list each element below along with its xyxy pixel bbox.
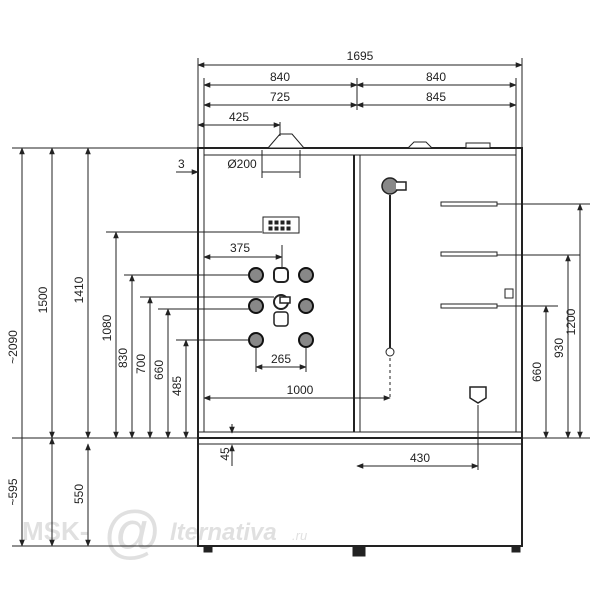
- shelf-icon: [440, 303, 498, 309]
- foot-center: [352, 545, 366, 557]
- hand-shower-icon: [381, 177, 399, 195]
- dim-right-section: 840: [426, 70, 446, 84]
- dim-left-section: 840: [270, 70, 290, 84]
- watermark-prefix: MSK-: [22, 516, 88, 546]
- right-equipment: [381, 177, 514, 404]
- overhead-shower-icon: [266, 133, 306, 149]
- watermark-tld: .ru: [292, 528, 307, 543]
- control-panel-icon: [262, 216, 300, 234]
- dim-mixer-span: 1000: [287, 383, 314, 397]
- shelf-icon: [440, 201, 498, 207]
- dim-right-inner: 845: [426, 90, 446, 104]
- dim-side-gap: 3: [178, 157, 185, 171]
- dim-shower-diameter: Ø200: [227, 157, 257, 171]
- jet-icon: [298, 332, 314, 348]
- dim-jet-pair: 265: [271, 352, 291, 366]
- jet-icon: [298, 298, 314, 314]
- dim-panel-height: 1410: [72, 276, 86, 303]
- watermark: MSK- @ lternativa .ru: [22, 500, 307, 565]
- dim-jet-row-2: 700: [134, 354, 148, 374]
- dim-cabin-height: 1500: [36, 286, 50, 313]
- dimension-labels: 1695 840 840 725 845 425 3 Ø200 375 265 …: [6, 49, 578, 506]
- dim-seat-offset: 430: [410, 451, 430, 465]
- foot-right: [511, 545, 521, 553]
- dim-jet-row-4: 485: [170, 376, 184, 396]
- dim-jet-row-1: 830: [116, 348, 130, 368]
- dim-total-width: 1695: [347, 49, 374, 63]
- dimension-lines: [12, 58, 590, 547]
- jet-icon: [248, 267, 264, 283]
- dim-left-inner: 725: [270, 90, 290, 104]
- roof-fittings: [266, 133, 491, 149]
- foot-left: [203, 545, 213, 553]
- dim-overall-height: ~2090: [6, 330, 20, 364]
- dim-control-height: 1080: [100, 314, 114, 341]
- mixer-lever: [279, 296, 291, 304]
- roof-light-icon: [465, 142, 491, 149]
- jet-icon: [248, 332, 264, 348]
- roof-vent-icon: [406, 141, 434, 149]
- jet-icon: [248, 298, 264, 314]
- jet-icon: [298, 267, 314, 283]
- watermark-at: @: [102, 500, 161, 565]
- hand-shower-handle: [396, 181, 407, 191]
- dim-shelf-1: 1200: [564, 308, 578, 335]
- dim-jet-spacing: 375: [230, 241, 250, 255]
- diverter-icon: [273, 267, 289, 283]
- glass-hinge-icon: [504, 288, 514, 299]
- dim-tray-gap: 45: [218, 447, 232, 461]
- left-equipment: [248, 216, 314, 348]
- cabin-structure: [197, 147, 523, 557]
- mixer-spout-icon: [273, 311, 289, 327]
- dim-shelf-2: 930: [552, 338, 566, 358]
- dim-shelf-3: 660: [530, 362, 544, 382]
- shelf-icon: [440, 251, 498, 257]
- dim-shower-offset: 425: [229, 110, 249, 124]
- dim-jet-row-3: 660: [152, 360, 166, 380]
- control-panel-buttons: [268, 220, 291, 231]
- seat-icon: [469, 386, 487, 404]
- watermark-suffix: lternativa: [170, 519, 277, 546]
- dim-tray-height: 550: [72, 484, 86, 504]
- dim-base-height: ~595: [6, 478, 20, 505]
- rail-bracket-icon: [385, 347, 395, 357]
